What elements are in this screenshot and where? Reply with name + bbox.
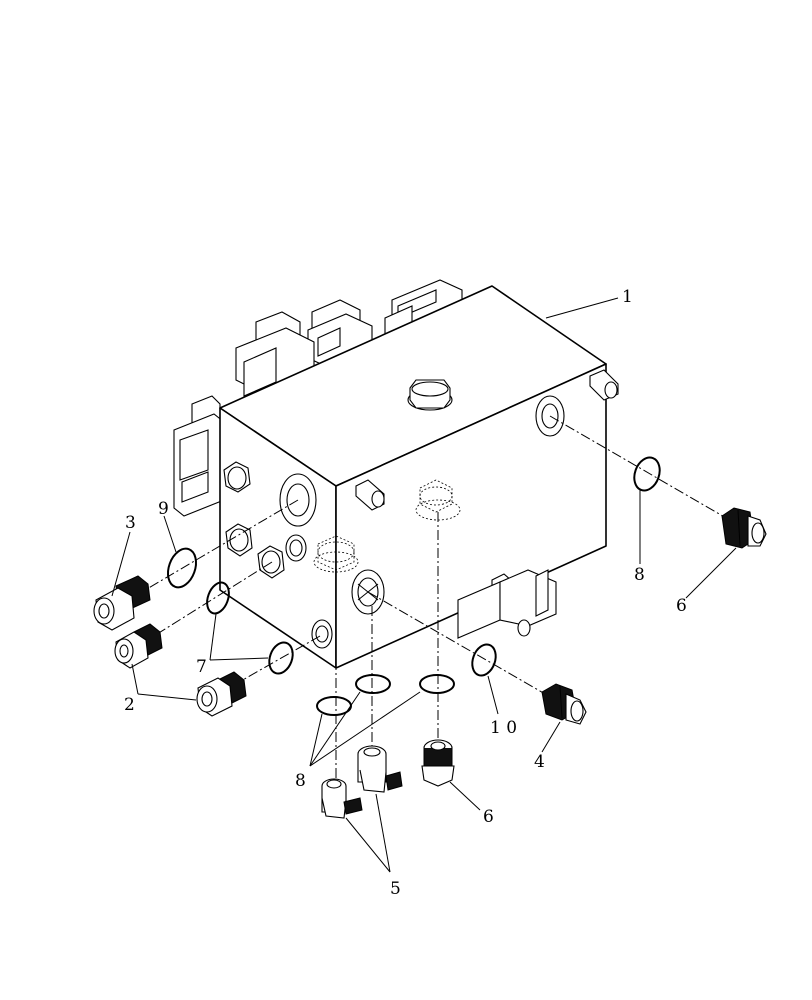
leader-lines xyxy=(111,297,737,873)
fitting-5-right xyxy=(357,745,403,793)
fitting-2-lower xyxy=(196,671,247,717)
o-ring-8-bottom-middle xyxy=(355,674,391,694)
o-ring-8-bottom-right xyxy=(419,674,455,694)
callout-2: 2 xyxy=(124,695,135,715)
port-front-small xyxy=(285,534,307,562)
top-plug xyxy=(407,379,453,411)
callout-6-right: 6 xyxy=(676,596,687,616)
solenoid-left-side xyxy=(173,395,225,517)
callout-3: 3 xyxy=(125,513,136,533)
pin-top-left xyxy=(355,479,385,511)
callout-10: 1 0 xyxy=(490,718,517,738)
valve-bottom-right xyxy=(457,569,557,639)
o-ring-7-lower xyxy=(268,641,294,675)
callout-8-bottom: 8 xyxy=(295,771,306,791)
valve-block xyxy=(173,279,619,669)
callout-1: 1 xyxy=(622,287,633,307)
o-ring-10 xyxy=(471,643,497,677)
pin-top-right xyxy=(589,369,619,401)
fitting-5-left xyxy=(321,778,363,819)
callout-5: 5 xyxy=(390,879,401,899)
port-front-plug-lower xyxy=(257,545,285,579)
callout-7: 7 xyxy=(196,657,207,677)
o-ring-7-upper xyxy=(206,581,230,615)
fitting-6-right xyxy=(721,507,767,549)
port-front-plug-upper xyxy=(223,461,251,493)
o-ring-8-right xyxy=(633,456,661,492)
callout-labels: 1 3 9 8 6 7 2 1 0 4 8 6 5 xyxy=(124,287,687,899)
callout-8-right: 8 xyxy=(634,565,645,585)
fitting-2-upper xyxy=(114,623,163,669)
port-front-bottom xyxy=(311,619,333,649)
o-ring-9 xyxy=(166,547,198,589)
fitting-3 xyxy=(93,575,151,631)
fitting-6-bottom xyxy=(421,739,455,787)
callout-4: 4 xyxy=(534,752,545,772)
callout-6-bottom: 6 xyxy=(483,807,494,827)
o-rings xyxy=(166,456,661,716)
fitting-4 xyxy=(541,683,587,725)
callout-9: 9 xyxy=(158,499,169,519)
